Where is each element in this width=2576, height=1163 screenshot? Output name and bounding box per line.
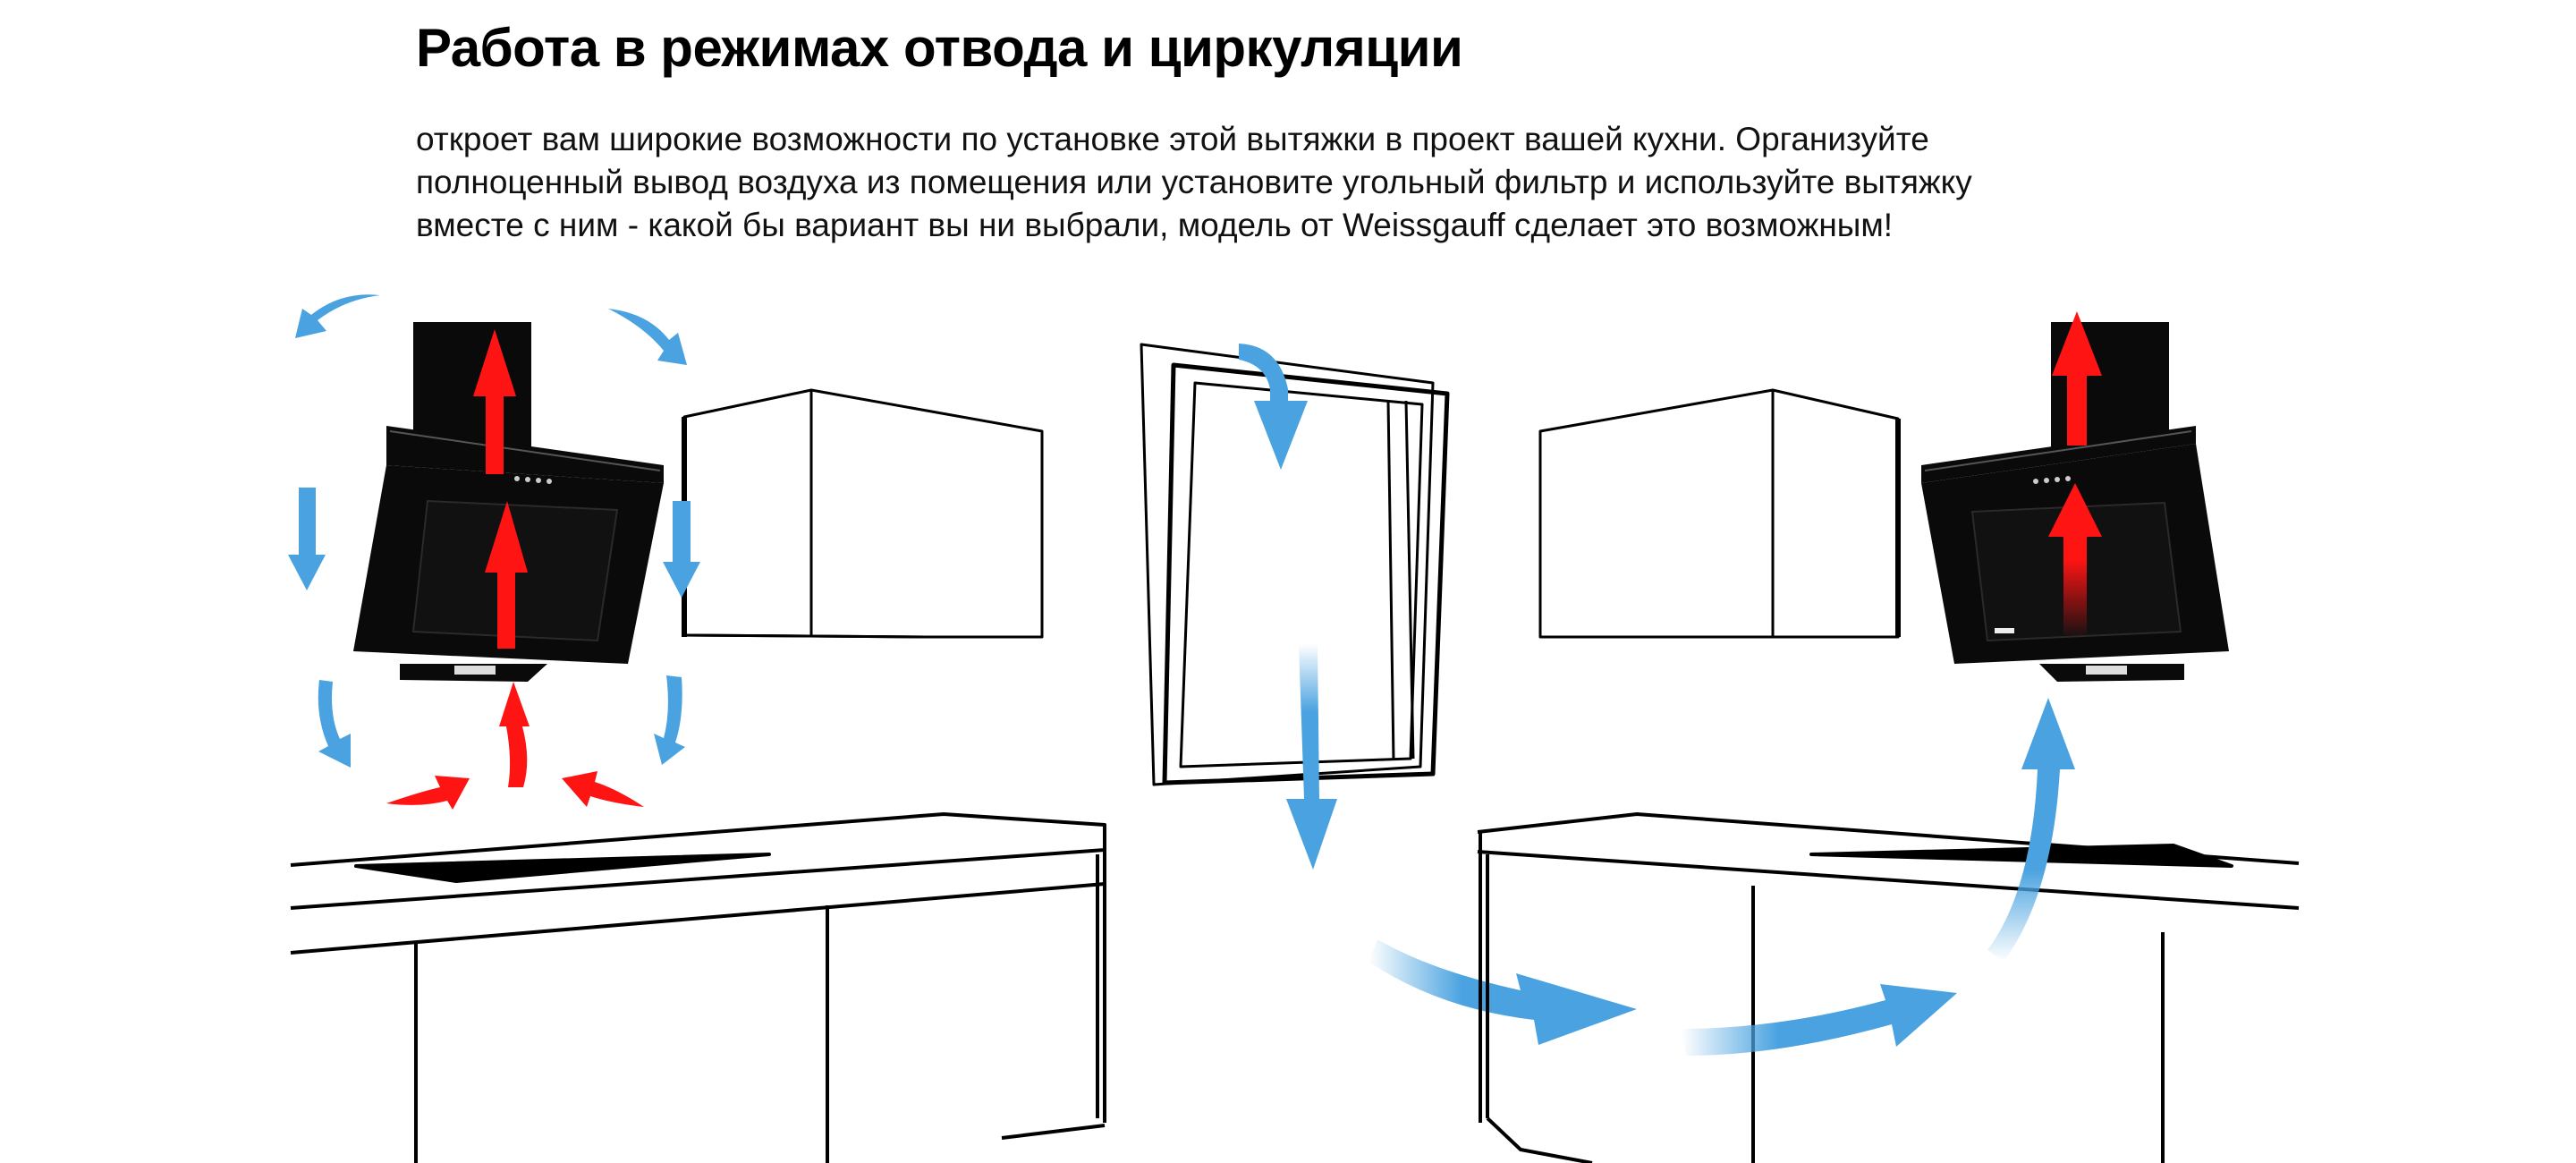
left-worktop: [290, 812, 1106, 1163]
right-wall-cabinet: [1538, 388, 1901, 639]
page-title: Работа в режимах отвода и циркуляции: [416, 18, 1463, 78]
right-worktop: [1477, 812, 2300, 1163]
red-arrows-left: [386, 329, 644, 810]
window-icon: [1140, 343, 1450, 786]
red-arrows-right: [2048, 311, 2102, 635]
blue-arrows-right: [1682, 698, 2075, 1056]
description-line-2: полноценный вывод воздуха из помещения и…: [416, 164, 1972, 200]
description-line-1: откроет вам широкие возможности по устан…: [416, 121, 1929, 157]
description-line-3: вместе с ним - какой бы вариант вы ни вы…: [416, 207, 1894, 243]
left-wall-cabinet: [682, 388, 1044, 639]
blue-arrows-center: [1239, 344, 1637, 1045]
description: откроет вам широкие возможности по устан…: [416, 118, 2205, 247]
blue-arrows-left: [288, 294, 700, 768]
